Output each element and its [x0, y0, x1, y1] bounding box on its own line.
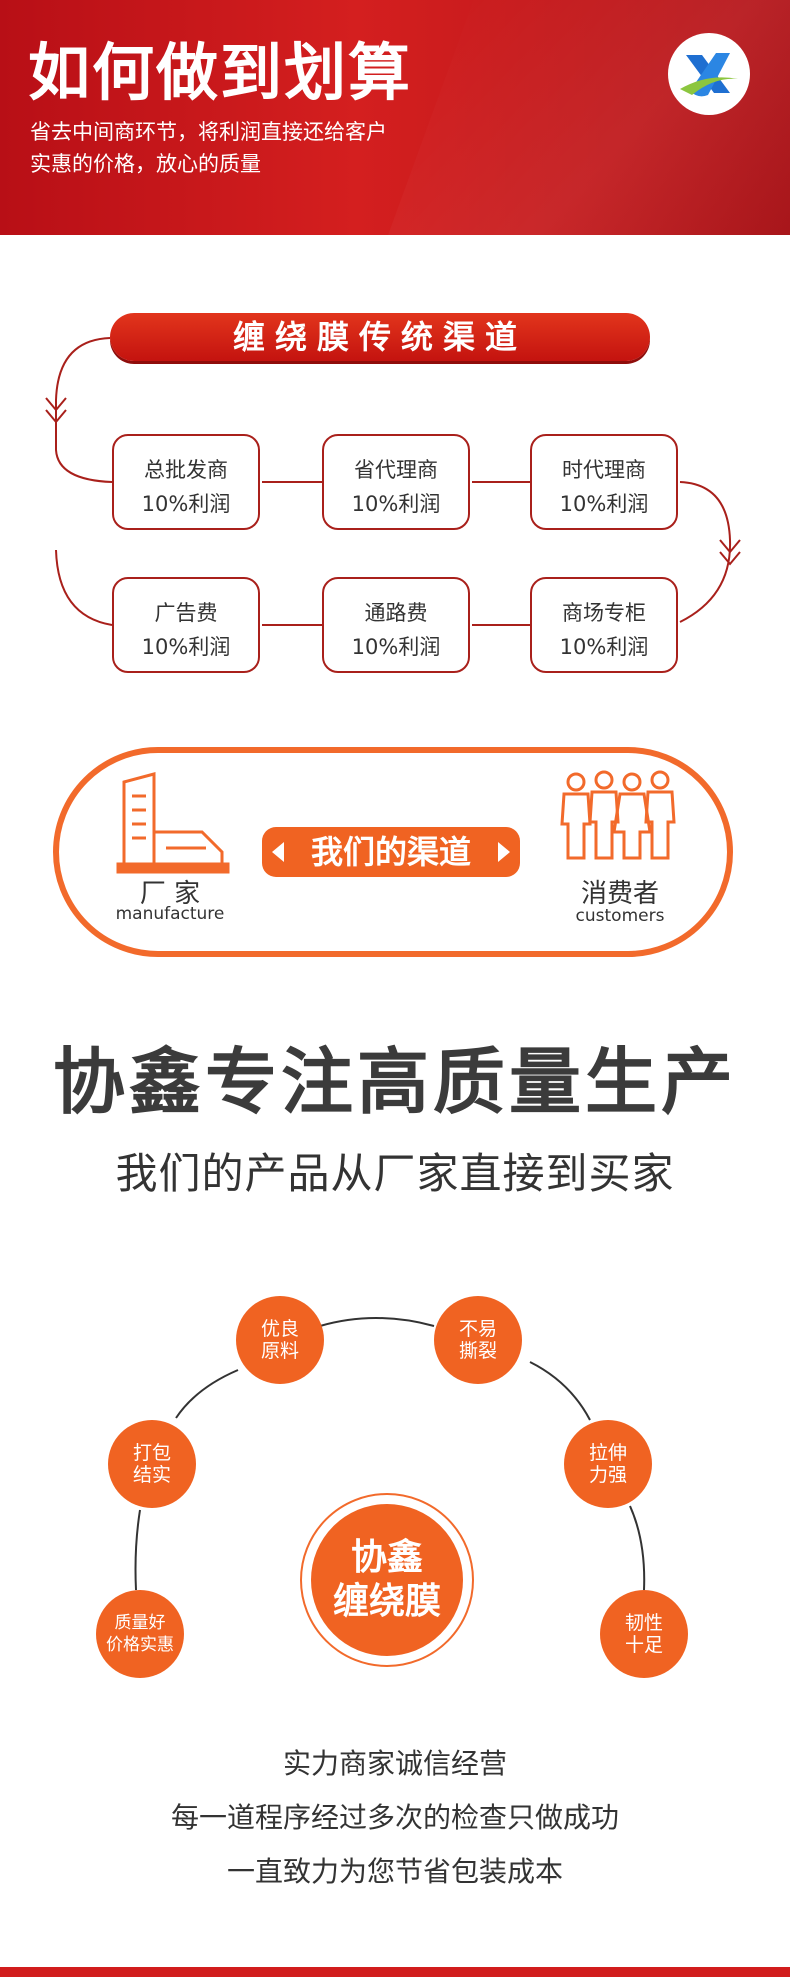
channel-box-name: 商场专柜: [562, 601, 646, 625]
focus-subtitle: 我们的产品从厂家直接到买家: [115, 1149, 675, 1198]
channel-box-name: 广告费: [154, 601, 218, 625]
factory-label-cn: 厂 家: [139, 879, 201, 909]
consumer-label-cn: 消费者: [580, 879, 659, 909]
factory-label-en: manufacture: [115, 904, 225, 924]
people-icon: [560, 770, 676, 860]
channel-box-advertising: 广告费 10%利润: [112, 577, 260, 673]
header-title: 如何做到划算: [28, 36, 413, 109]
feature-line: 拉伸: [588, 1442, 627, 1464]
header-subtitle-1: 省去中间商环节，将利润直接还给客户: [30, 120, 387, 144]
channel-box-profit: 10%利润: [141, 635, 231, 659]
channel-box-profit: 10%利润: [559, 635, 649, 659]
bottom-bar: [0, 1967, 790, 1977]
feature-line: 撕裂: [458, 1340, 497, 1362]
channel-box-profit: 10%利润: [559, 492, 649, 516]
footer-line-3: 一直致力为您节省包装成本: [226, 1855, 563, 1888]
consumer-label-en: customers: [575, 906, 665, 926]
header-subtitle-2: 实惠的价格，放心的质量: [30, 152, 261, 176]
footer-line-2: 每一道程序经过多次的检查只做成功: [170, 1801, 619, 1834]
center-ring: [300, 1493, 474, 1667]
feature-line: 力强: [588, 1464, 627, 1486]
feature-quality-price: 质量好 价格实惠: [96, 1590, 184, 1678]
channel-box-profit: 10%利润: [351, 635, 441, 659]
traditional-channel-title: 缠绕膜传统渠道: [110, 313, 650, 361]
channel-box-name: 时代理商: [562, 458, 646, 482]
focus-title: 协鑫专注高质量生产: [52, 1040, 737, 1124]
building-icon: [116, 772, 230, 874]
channel-box-agent: 时代理商 10%利润: [530, 434, 678, 530]
channel-box-channel-fee: 通路费 10%利润: [322, 577, 470, 673]
header-banner: 如何做到划算 省去中间商环节，将利润直接还给客户 实惠的价格，放心的质量: [0, 0, 790, 235]
feature-arc-lines: [134, 1317, 646, 1591]
feature-line: 韧性: [624, 1612, 663, 1634]
feature-line: 价格实惠: [106, 1635, 174, 1655]
channel-box-provincial: 省代理商 10%利润: [322, 434, 470, 530]
channel-box-wholesaler: 总批发商 10%利润: [112, 434, 260, 530]
feature-toughness: 韧性 十足: [600, 1590, 688, 1678]
channel-box-name: 总批发商: [144, 458, 228, 482]
feature-raw-material: 优良 原料: [236, 1296, 324, 1384]
feature-stretch-strength: 拉伸 力强: [564, 1420, 652, 1508]
our-channel-pill: [262, 827, 520, 877]
channel-box-name: 省代理商: [354, 458, 438, 482]
feature-line: 结实: [132, 1464, 171, 1486]
feature-firm-packing: 打包 结实: [108, 1420, 196, 1508]
channel-box-mall-counter: 商场专柜 10%利润: [530, 577, 678, 673]
x-logo-icon: [668, 33, 750, 115]
feature-line: 不易: [458, 1318, 497, 1340]
feature-line: 优良: [260, 1318, 299, 1340]
center-product-badge: 协鑫 缠绕膜: [311, 1504, 463, 1656]
traditional-flow-lines: [45, 337, 741, 626]
feature-tear-resistant: 不易 撕裂: [434, 1296, 522, 1384]
channel-box-profit: 10%利润: [351, 492, 441, 516]
feature-line: 原料: [260, 1340, 299, 1362]
our-channel-frame: [53, 747, 733, 957]
center-line-2: 缠绕膜: [332, 1581, 441, 1622]
center-line-1: 协鑫: [350, 1537, 423, 1578]
feature-line: 质量好: [114, 1613, 166, 1633]
channel-box-name: 通路费: [364, 601, 428, 625]
channel-box-profit: 10%利润: [141, 492, 231, 516]
footer-line-1: 实力商家诚信经营: [282, 1747, 507, 1780]
feature-line: 十足: [624, 1634, 663, 1656]
our-channel-title: 我们的渠道: [310, 833, 471, 871]
feature-line: 打包: [132, 1442, 171, 1464]
